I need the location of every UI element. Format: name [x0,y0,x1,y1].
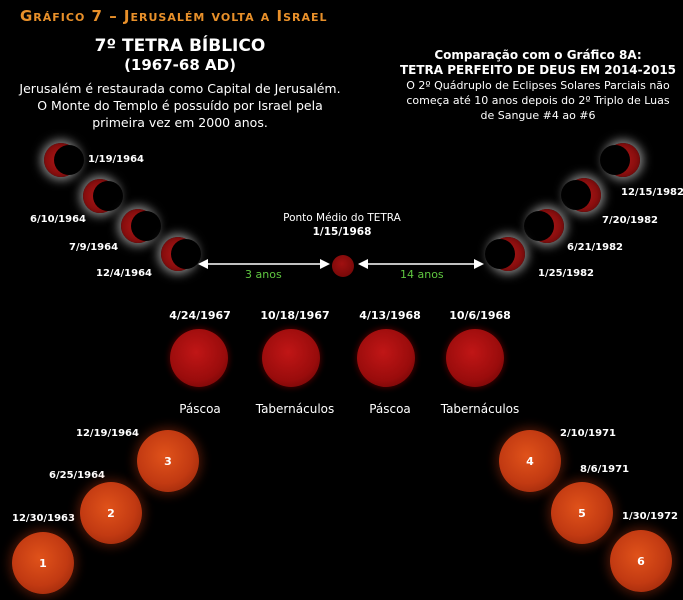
right-eclipse-date-1: 12/15/1982 [621,187,683,198]
right-eclipse-2 [561,178,601,212]
comparison-line3: O 2º Quádruplo de Eclipses Solares Parci… [406,79,670,92]
right-span-label: 14 anos [400,268,444,281]
blood-moon-1 [170,329,228,387]
blood-moon-2 [262,329,320,387]
right-eclipse-3 [524,209,564,243]
comparison-line5: de Sangue #4 ao #6 [480,109,596,122]
blood-moon-feast-4: Tabernáculos [440,402,520,416]
solar-eclipse-number-5: 5 [578,506,586,520]
solar-eclipse-number-3: 3 [164,454,172,468]
solar-eclipse-5: 5 [551,482,613,544]
right-eclipse-date-4: 1/25/1982 [538,268,595,279]
title-block: 7º TETRA BÍBLICO (1967-68 AD) [60,36,300,74]
blood-moon-feast-2: Tabernáculos [255,402,335,416]
description-line3: primeira vez em 2000 anos. [92,115,268,130]
blood-moon-feast-3: Páscoa [369,402,411,416]
comparison-line1: Comparação com o Gráfico 8A: [434,48,642,62]
midpoint-label: Ponto Médio do TETRA [283,212,401,224]
blood-moon-date-2: 10/18/1967 [260,309,330,322]
solar-eclipse-date-3: 12/19/1964 [76,428,139,439]
comparison-line4: começa até 10 anos depois do 2º Triplo d… [406,94,670,107]
solar-eclipse-number-6: 6 [637,554,645,568]
blood-moon-date-3: 4/13/1968 [359,309,421,322]
blood-moon-date-4: 10/6/1968 [449,309,511,322]
left-eclipse-date-4: 12/4/1964 [96,268,153,279]
comparison-line2: TETRA PERFEITO DE DEUS EM 2014-2015 [399,63,677,77]
right-eclipse-1 [600,143,640,177]
midpoint-date: 1/15/1968 [312,226,372,238]
solar-eclipse-number-2: 2 [107,506,115,520]
left-eclipse-3 [121,209,161,243]
midpoint-label-block: Ponto Médio do TETRA 1/15/1968 [262,211,422,239]
description-line1: Jerusalém é restaurada como Capital de J… [19,81,341,96]
left-eclipse-1 [44,143,84,177]
left-eclipse-date-1: 1/19/1964 [88,154,145,165]
blood-moon-date-1: 4/24/1967 [169,309,231,322]
title-line2: (1967-68 AD) [124,56,236,74]
comparison-block: Comparação com o Gráfico 8A: TETRA PERFE… [398,48,678,123]
right-eclipse-date-3: 6/21/1982 [567,242,624,253]
description-line2: O Monte do Templo é possuído por Israel … [37,98,323,113]
left-eclipse-date-3: 7/9/1964 [69,242,119,253]
blood-moon-3 [357,329,415,387]
solar-eclipse-date-1: 12/30/1963 [12,513,75,524]
solar-eclipse-date-4: 2/10/1971 [560,428,617,439]
solar-eclipse-4: 4 [499,430,561,492]
blood-moon-4 [446,329,504,387]
solar-eclipse-date-2: 6/25/1964 [49,470,106,481]
description-block: Jerusalém é restaurada como Capital de J… [2,80,358,131]
solar-eclipse-date-5: 8/6/1971 [580,464,630,475]
blood-moon-feast-1: Páscoa [179,402,221,416]
left-eclipse-2 [83,179,123,213]
right-eclipse-date-2: 7/20/1982 [602,215,659,226]
solar-eclipse-date-6: 1/30/1972 [622,511,679,522]
solar-eclipse-6: 6 [610,530,672,592]
title-line1: 7º TETRA BÍBLICO [94,36,266,56]
midpoint-moon [332,255,354,277]
solar-eclipse-3: 3 [137,430,199,492]
solar-eclipse-number-1: 1 [39,556,47,570]
solar-eclipse-number-4: 4 [526,454,534,468]
chart-header: Gráfico 7 – Jerusalém volta a Israel [20,7,328,25]
solar-eclipse-1: 1 [12,532,74,594]
left-eclipse-4 [161,237,201,271]
right-eclipse-4 [485,237,525,271]
solar-eclipse-2: 2 [80,482,142,544]
left-eclipse-date-2: 6/10/1964 [30,214,87,225]
left-span-label: 3 anos [245,268,282,281]
